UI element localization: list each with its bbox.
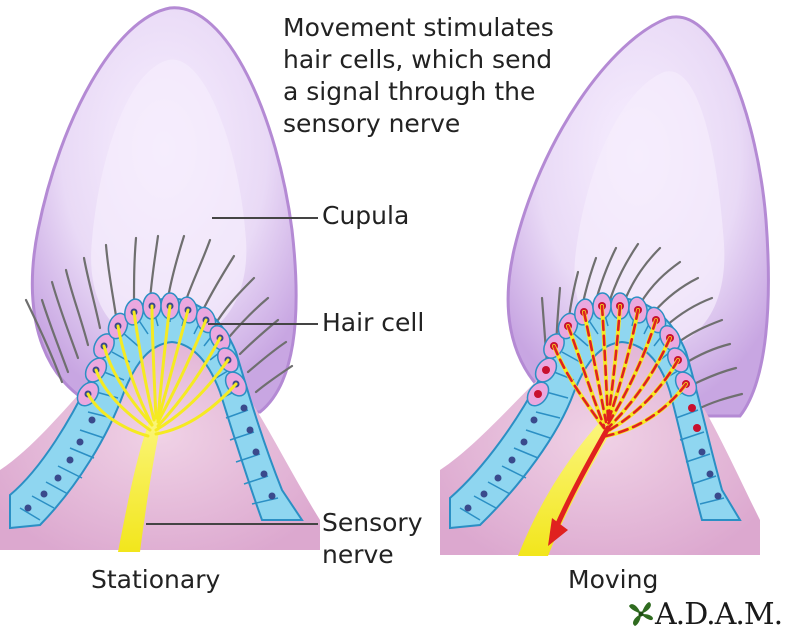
caption-line-3: a signal through the	[283, 76, 554, 108]
leaf-icon	[627, 600, 655, 628]
caption-line-2: hair cells, which send	[283, 44, 554, 76]
cupula-label: Cupula	[322, 200, 409, 232]
adam-logo: A.D.A.M.	[627, 594, 782, 634]
sensory-nerve-label-line-1: Sensory	[322, 507, 423, 539]
caption-line-1: Movement stimulates	[283, 12, 554, 44]
sensory-nerve-label-line-2: nerve	[322, 539, 423, 571]
logo-text: A.D.A.M.	[655, 597, 782, 632]
sensory-nerve-label: Sensory nerve	[322, 507, 423, 571]
caption-text: Movement stimulates hair cells, which se…	[283, 12, 554, 140]
moving-label: Moving	[568, 564, 658, 596]
stationary-label: Stationary	[91, 564, 220, 596]
caption-line-4: sensory nerve	[283, 108, 554, 140]
stationary-panel	[0, 8, 320, 552]
hair-cell-label: Hair cell	[322, 307, 424, 339]
